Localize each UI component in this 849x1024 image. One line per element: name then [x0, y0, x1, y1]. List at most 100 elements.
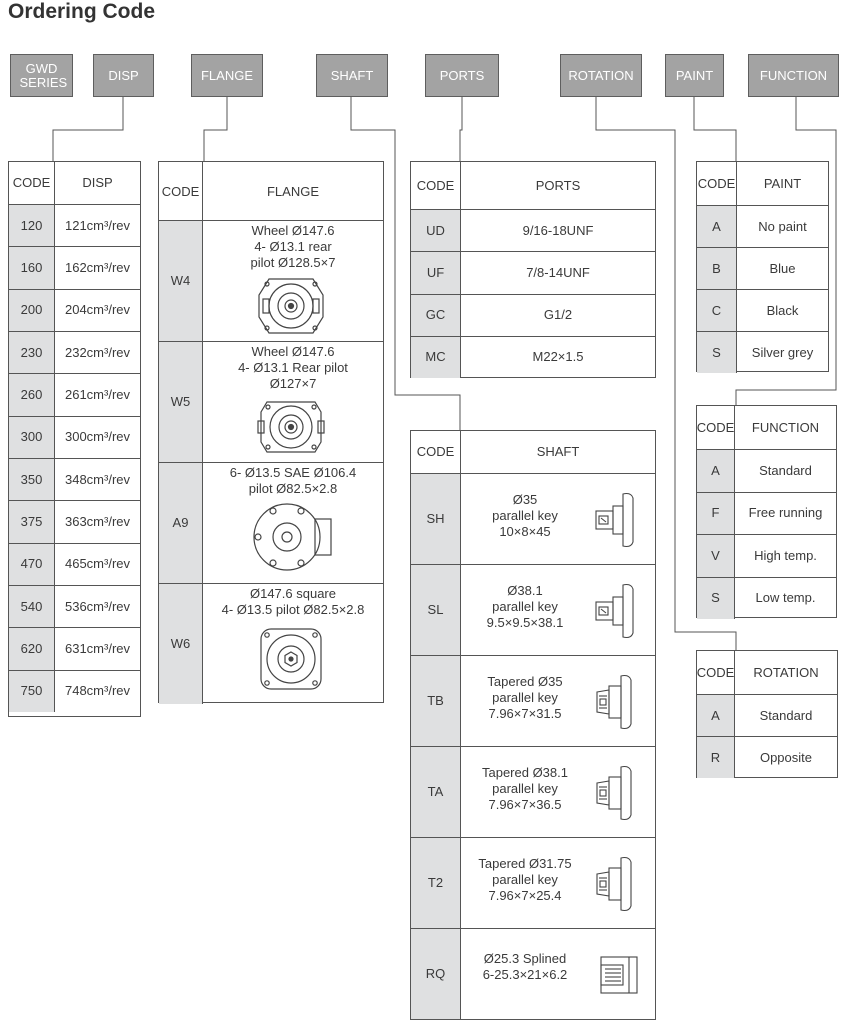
disp-value: 348cm³/rev — [64, 471, 131, 487]
flange-desc-line: 4- Ø13.1 Rear pilot — [238, 360, 348, 375]
disp-code: 375 — [9, 501, 55, 543]
disp-code: 230 — [9, 331, 55, 374]
column-header: FLANGE — [266, 183, 319, 199]
shaft-drawing — [595, 583, 634, 639]
paint-value: Silver grey — [751, 344, 814, 360]
page-title: Ordering Code — [8, 0, 156, 23]
table-row: W5 Wheel Ø147.6 4- Ø13.1 Rear pilot Ø127… — [159, 341, 383, 462]
ports-header: PORTS — [425, 54, 499, 97]
shaft-desc-line: parallel key — [492, 781, 558, 796]
table-row: S Low temp. — [697, 576, 836, 619]
series-header: GWD SERIES — [10, 54, 73, 97]
table-row: W4 Wheel Ø147.6 4- Ø13.1 rear pilot Ø128… — [159, 220, 383, 341]
shaft-desc-line: Tapered Ø31.75 — [478, 856, 572, 871]
paint-header: PAINT — [665, 54, 724, 97]
paint-value: Black — [766, 302, 799, 318]
shaft-code: RQ — [411, 929, 461, 1019]
flange-code: W6 — [159, 584, 203, 704]
shaft-desc-line: parallel key — [492, 872, 558, 887]
ports-connector — [459, 97, 463, 162]
shaft-code: SH — [411, 474, 461, 564]
paint-code: S — [697, 332, 737, 373]
table-row: 750 748cm³/rev — [9, 669, 140, 712]
paint-code: B — [697, 248, 737, 289]
function-code: S — [697, 577, 735, 619]
disp-code: 300 — [9, 416, 55, 458]
disp-value: 465cm³/rev — [64, 556, 131, 572]
column-header: PORTS — [535, 177, 581, 193]
column-header: FUNCTION — [751, 419, 820, 435]
rotation-value: Opposite — [759, 749, 813, 765]
series-header-label: GWD SERIES — [19, 60, 68, 90]
flange-desc-line: 4- Ø13.1 rear — [254, 239, 332, 254]
rotation-value: Standard — [759, 707, 813, 723]
paint-code: C — [697, 290, 737, 331]
disp-value: 748cm³/rev — [64, 683, 131, 699]
disp-code: 470 — [9, 543, 55, 585]
table-row: S Silver grey — [697, 331, 828, 373]
shaft-drawing — [596, 856, 632, 912]
flange-desc-line: Ø147.6 square — [249, 586, 336, 601]
shaft-code: SL — [411, 565, 461, 655]
shaft-drawing — [595, 492, 634, 548]
column-header: CODE — [9, 162, 55, 204]
flange-desc-line: pilot Ø82.5×2.8 — [248, 481, 338, 496]
column-header: CODE — [697, 651, 735, 694]
disp-header: DISP — [93, 54, 154, 97]
column-header: CODE — [159, 162, 203, 221]
disp-code: 350 — [9, 458, 55, 501]
flange-code: W4 — [159, 221, 203, 341]
flange-desc-line: Ø127×7 — [269, 376, 317, 391]
shaft-desc-line: 7.96×7×36.5 — [488, 797, 562, 812]
function-value: Free running — [748, 505, 823, 521]
flange-code: A9 — [159, 463, 203, 583]
flange-table: CODE FLANGE W4 Wheel Ø147.6 4- Ø13.1 rea… — [158, 161, 384, 704]
column-header: SHAFT — [536, 444, 580, 459]
flange-desc-line: Wheel Ø147.6 — [251, 223, 335, 238]
table-header-row: CODE DISP — [9, 162, 140, 204]
shaft-desc-line: 6-25.3×21×6.2 — [482, 967, 568, 982]
disp-code: 160 — [9, 247, 55, 289]
flange-header: FLANGE — [191, 54, 263, 97]
paint-connector — [693, 97, 737, 162]
disp-code: 750 — [9, 670, 55, 712]
shaft-code: TA — [411, 747, 461, 837]
table-row: W6 Ø147.6 square 4- Ø13.5 pilot Ø82.5×2.… — [159, 583, 383, 704]
shaft-desc-line: Tapered Ø38.1 — [481, 765, 568, 780]
disp-connector — [52, 97, 124, 162]
flange-description: Wheel Ø147.6 4- Ø13.1 Rear pilot Ø127×7 — [203, 342, 383, 462]
disp-code: 620 — [9, 628, 55, 670]
shaft-header: SHAFT — [316, 54, 388, 97]
shaft-desc-line: 9.5×9.5×38.1 — [486, 615, 564, 630]
column-header: CODE — [697, 162, 737, 205]
table-header-row: CODE PORTS — [411, 162, 655, 209]
flange-code: W5 — [159, 342, 203, 462]
function-value: Low temp. — [755, 590, 816, 606]
flange-description: Ø147.6 square 4- Ø13.5 pilot Ø82.5×2.8 — [203, 584, 383, 704]
table-row: A9 6- Ø13.5 SAE Ø106.4 pilot Ø82.5×2.8 — [159, 462, 383, 583]
rotation-header: ROTATION — [560, 54, 642, 97]
shaft-desc-line: Ø25.3 Splined — [483, 951, 567, 966]
rotation-connector — [595, 97, 737, 651]
flange-connector — [203, 97, 228, 162]
